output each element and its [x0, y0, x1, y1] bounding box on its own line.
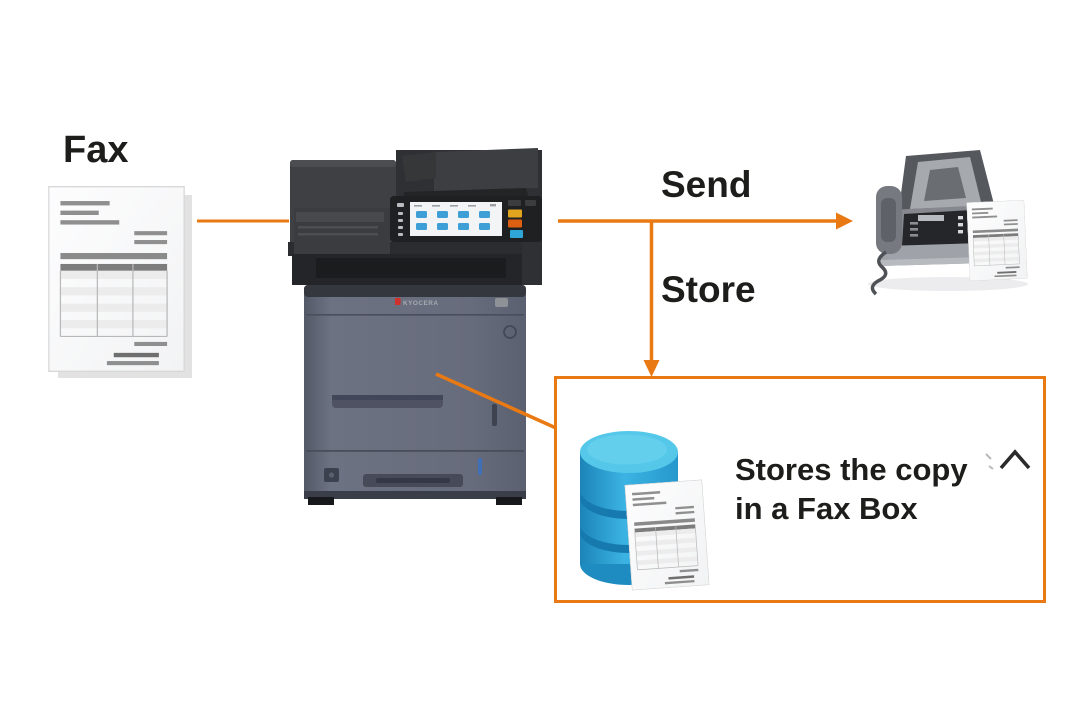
callout-text-line2: in a Fax Box [735, 491, 918, 526]
touchscreen-app-icons [416, 211, 490, 230]
printer-lower-body: KYOCERA [304, 285, 526, 505]
printer-badge [495, 298, 508, 307]
brand-logo-text: KYOCERA [403, 300, 438, 307]
store-arrow [643, 221, 660, 377]
brand-logo-mark [395, 298, 401, 305]
energy-saver-key [508, 209, 522, 218]
stop-key [508, 219, 522, 228]
fax-paper-tray [898, 150, 996, 216]
stored-fax-document-icon [624, 479, 709, 590]
printer-control-panel [390, 196, 542, 242]
send-arrow [558, 212, 853, 230]
fax-source-label: Fax [63, 129, 129, 171]
fax-handset-cord [870, 250, 888, 296]
callout-text-line1: Stores the copy [735, 452, 968, 487]
power-button [503, 325, 517, 339]
fax-document-icon [48, 186, 185, 372]
store-arrow-label: Store [661, 269, 756, 310]
panel-left-keys [397, 203, 404, 236]
callout-text: Stores the copy in a Fax Box [735, 450, 1015, 528]
panel-right-keys [508, 200, 536, 238]
touchscreen-statusbar [414, 204, 496, 207]
printer-scanner [288, 208, 542, 256]
received-fax-document-icon [966, 200, 1027, 281]
mfp-printer-icon: KYOCERA [288, 148, 542, 505]
touchscreen [410, 202, 502, 236]
fax-display [918, 215, 944, 221]
fax-handset [870, 186, 902, 296]
fax-box-callout: Stores the copy in a Fax Box [554, 376, 1046, 603]
fax-machine-shadow [868, 277, 1028, 291]
printer-output-tray [292, 242, 542, 285]
start-key [510, 230, 523, 238]
paper-level-indicator [478, 458, 482, 475]
chevron-artifact-marks [985, 453, 994, 470]
chevron-up-icon [985, 449, 1031, 470]
send-arrow-label: Send [661, 164, 752, 205]
